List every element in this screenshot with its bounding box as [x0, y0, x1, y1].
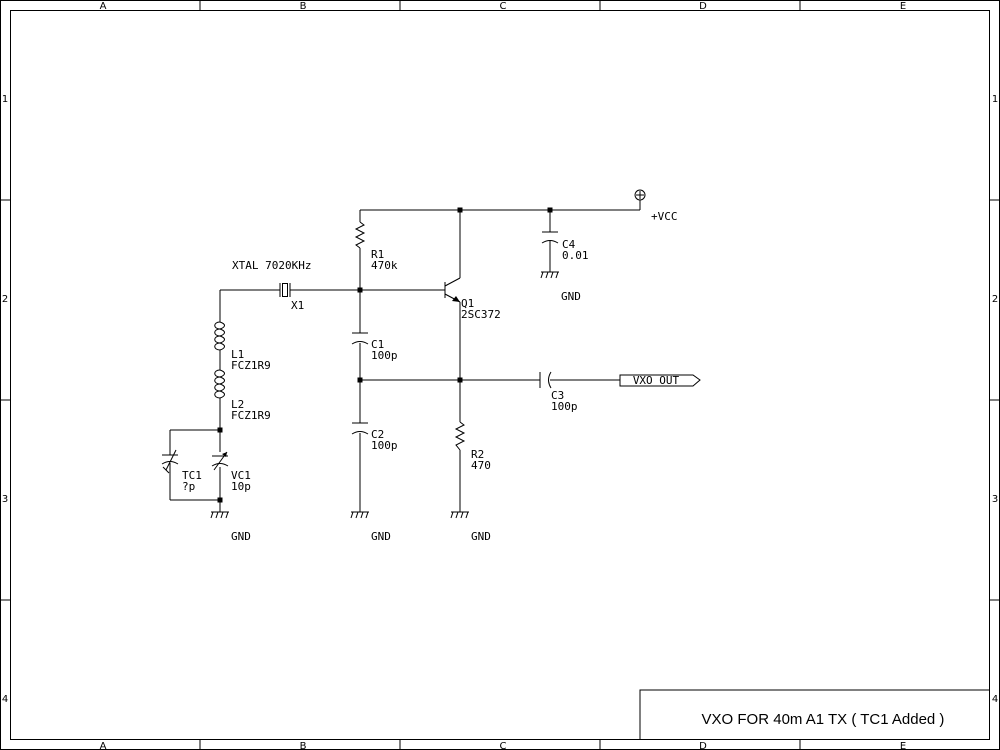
tc1-value: ?p: [182, 480, 195, 493]
column-label: D: [699, 741, 707, 750]
r1-value: 470k: [371, 259, 398, 272]
variable-capacitor-vc1: VC1 10p: [211, 451, 251, 493]
row-labels-right: 1 2 3 4: [992, 94, 998, 705]
row-label: 4: [992, 694, 998, 705]
crystal-x1: XTAL 7020KHz X1: [232, 259, 311, 312]
c4-value: 0.01: [562, 249, 589, 262]
output-port: VXO OUT: [619, 374, 701, 387]
c1-value: 100p: [371, 349, 398, 362]
gnd-label: GND: [471, 530, 491, 543]
c3-ref: C3: [551, 389, 564, 402]
output-port-label: VXO OUT: [633, 374, 680, 387]
column-labels-bottom: A B C D E: [100, 741, 907, 750]
row-label: 1: [992, 94, 998, 105]
column-labels-top: A B C D E: [100, 1, 907, 12]
ground-c4: GND: [540, 271, 581, 303]
crystal-value: XTAL 7020KHz: [232, 259, 311, 272]
q1-ref: Q1: [461, 297, 474, 310]
gnd-label: GND: [371, 530, 391, 543]
ground-coil: GND: [210, 511, 251, 543]
c2-value: 100p: [371, 439, 398, 452]
gnd-label: GND: [561, 290, 581, 303]
column-label: E: [900, 741, 906, 750]
capacitor-c2: C2 100p: [351, 422, 398, 452]
column-label: A: [100, 741, 107, 750]
capacitor-c3: C3 100p: [539, 371, 578, 413]
column-label: C: [500, 1, 507, 12]
q1-value: 2SC372: [461, 308, 501, 321]
capacitor-c4: C4 0.01: [541, 231, 589, 262]
crystal-ref: X1: [291, 299, 304, 312]
ground-r2: GND: [450, 511, 491, 543]
inductor-l1: L1 FCZ1R9: [214, 321, 271, 372]
row-label: 3: [992, 494, 998, 505]
vc1-value: 10p: [231, 480, 251, 493]
column-label: D: [699, 1, 707, 12]
title-block: VXO FOR 40m A1 TX ( TC1 Added ): [639, 689, 990, 740]
column-label: E: [900, 1, 906, 12]
row-label: 3: [2, 494, 8, 505]
vcc-label: +VCC: [651, 210, 678, 223]
inductor-l2: L2 FCZ1R9: [214, 369, 271, 422]
column-label: A: [100, 1, 107, 12]
c1-ref: C1: [371, 338, 384, 351]
column-label: B: [300, 1, 307, 12]
l1-value: FCZ1R9: [231, 359, 271, 372]
capacitor-c1: C1 100p: [351, 332, 398, 362]
trimmer-capacitor-tc1: TC1 ?p: [161, 449, 202, 493]
column-label: B: [300, 741, 307, 750]
junction-dots: [217, 207, 553, 503]
l2-ref: L2: [231, 398, 244, 411]
c3-value: 100p: [551, 400, 578, 413]
l2-value: FCZ1R9: [231, 409, 271, 422]
r2-ref: R2: [471, 448, 484, 461]
schematic-title: VXO FOR 40m A1 TX ( TC1 Added ): [702, 711, 945, 728]
vc1-ref: VC1: [231, 469, 251, 482]
r1-ref: R1: [371, 248, 384, 261]
c4-ref: C4: [562, 238, 576, 251]
r2-value: 470: [471, 459, 491, 472]
row-labels-left: 1 2 3 4: [2, 94, 8, 705]
vcc-terminal: +VCC: [634, 189, 678, 223]
row-label: 4: [2, 694, 8, 705]
column-label: C: [500, 741, 507, 750]
l1-ref: L1: [231, 348, 244, 361]
row-label: 2: [2, 294, 8, 305]
tc1-ref: TC1: [182, 469, 202, 482]
ground-c2: GND: [350, 511, 391, 543]
transistor-q1: Q1 2SC372: [444, 277, 501, 321]
resistor-r1: R1 470k: [354, 221, 398, 272]
gnd-label: GND: [231, 530, 251, 543]
row-label: 1: [2, 94, 8, 105]
row-label: 2: [992, 294, 998, 305]
c2-ref: C2: [371, 428, 384, 441]
resistor-r2: R2 470: [454, 421, 491, 472]
